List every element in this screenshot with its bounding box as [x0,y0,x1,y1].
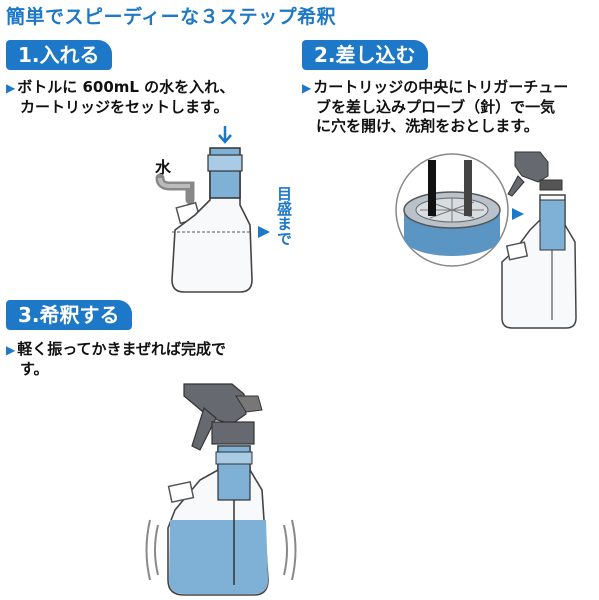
step3-line2: す。 [20,360,49,378]
step3-text: ▶軽く振ってかきまぜれば完成で す。 [6,340,226,379]
step2-cartridge-illustration [395,153,524,267]
step2-text: ▶カートリッジの中央にトリガーチュー ブを差し込みプローブ（針）で一気 に穴を開… [302,78,568,136]
triangle-icon: ▶ [302,81,312,95]
step2-line3: に穴を開け、洗剤をおとします。 [316,117,539,135]
step1-bottle-illustration [155,126,270,293]
page-title: 簡単でスピーディーな３ステップ希釈 [6,6,337,28]
step2-badge: 2.差し込む [302,40,428,70]
step3-bottle-illustration [145,383,297,596]
step3-badge: 3.希釈する [6,300,132,330]
step2-bottle-illustration [501,151,577,329]
step2-line2: ブを差し込みプローブ（針）で一気 [316,98,556,116]
step3-line1: 軽く振ってかきまぜれば完成で [17,340,227,358]
triangle-icon: ▶ [6,81,16,95]
step1-line1: ボトルに 600mL の水を入れ、 [17,78,235,96]
step1-text: ▶ボトルに 600mL の水を入れ、 カートリッジをセットします。 [6,78,234,117]
step2-line1: カートリッジの中央にトリガーチュー [313,78,569,96]
step1-line2: カートリッジをセットします。 [20,98,229,116]
water-label: 水 [155,158,172,177]
gauge-label: 目盛まで [275,186,293,246]
triangle-icon: ▶ [6,343,16,357]
step1-badge: 1.入れる [6,40,112,70]
